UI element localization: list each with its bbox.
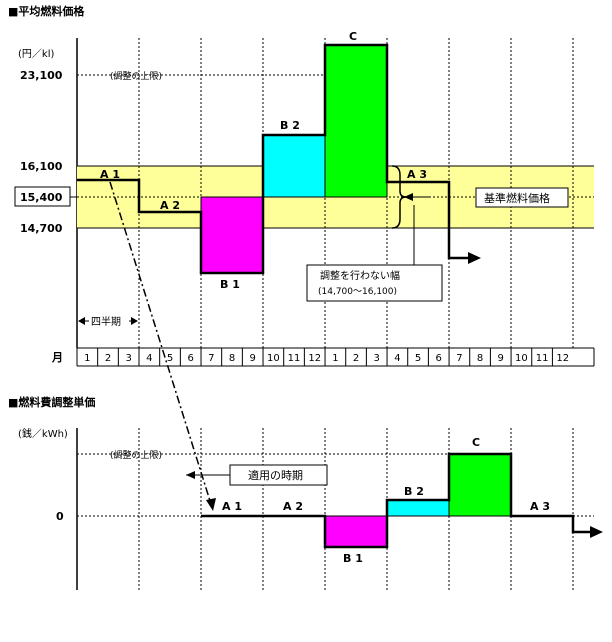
top-label-a1: A 1 xyxy=(100,168,120,181)
bottom-label-c: C xyxy=(472,436,480,449)
bottom-arrow-head xyxy=(590,526,603,538)
month-cell-label: 2 xyxy=(105,353,111,364)
segment-b1-bar xyxy=(200,196,264,274)
top-unit-label: (円／kl) xyxy=(18,48,54,60)
segment-b2-bar xyxy=(262,134,326,198)
month-cell-label: 3 xyxy=(125,353,131,364)
month-cell-label: 12 xyxy=(308,353,321,364)
month-cell-label: 7 xyxy=(456,353,462,364)
bottom-section-title: ■燃料費調整単価 xyxy=(8,395,95,409)
y-label-base: 15,400 xyxy=(20,191,63,204)
apply-period-label: 適用の時期 xyxy=(248,468,303,482)
month-cell-label: 8 xyxy=(229,353,235,364)
upper-limit-note: (調整の上限) xyxy=(110,70,162,82)
y-label-low: 14,700 xyxy=(20,222,63,235)
month-cell-label: 10 xyxy=(515,353,528,364)
y-label-high: 16,100 xyxy=(20,160,63,173)
base-price-label-box xyxy=(475,187,569,208)
top-label-b1: B 1 xyxy=(220,278,240,291)
month-cell-label: 4 xyxy=(394,353,400,364)
bottom-label-a1: A 1 xyxy=(222,500,242,513)
bottom-label-b1: B 1 xyxy=(343,552,363,565)
month-cell-label: 12 xyxy=(556,353,569,364)
month-cell-label: 6 xyxy=(187,353,193,364)
quarter-arrow-right xyxy=(131,317,138,325)
top-label-b2: B 2 xyxy=(280,119,300,132)
month-cell-label: 5 xyxy=(167,353,173,364)
month-cell-label: 8 xyxy=(477,353,483,364)
unit-price-step-line xyxy=(201,452,590,549)
top-label-a3: A 3 xyxy=(407,168,427,181)
brace-pointer-arrow xyxy=(404,193,413,201)
bottom-b2-bar xyxy=(386,499,450,517)
quarter-label-bg xyxy=(89,314,129,328)
month-cell-label: 9 xyxy=(498,353,504,364)
top-section-title: ■平均燃料価格 xyxy=(8,4,85,18)
top-label-c: C xyxy=(349,30,357,43)
month-cell-label: 11 xyxy=(288,353,301,364)
month-cell-label: 11 xyxy=(536,353,549,364)
top-label-a2: A 2 xyxy=(160,199,180,212)
bottom-label-a2: A 2 xyxy=(283,500,303,513)
quarter-label: 四半期 xyxy=(91,315,121,328)
segment-c-bar xyxy=(324,44,388,198)
bottom-unit-label: (銭／kWh) xyxy=(18,427,68,440)
top-arrow-head xyxy=(468,252,481,264)
month-cell-label: 1 xyxy=(84,353,90,364)
quarter-arrow-left xyxy=(78,317,85,325)
bottom-c-bar xyxy=(448,453,512,517)
month-cell-label: 9 xyxy=(250,353,256,364)
bottom-label-a3: A 3 xyxy=(530,500,550,513)
price-step-line xyxy=(77,43,468,275)
month-cell-label: 1 xyxy=(332,353,338,364)
bottom-upper-limit-note: (調整の上限) xyxy=(110,449,162,461)
y-label-upper-limit: 23,100 xyxy=(20,69,63,82)
base-price-label: 基準燃料価格 xyxy=(484,191,550,205)
month-cell-label: 5 xyxy=(415,353,421,364)
month-cell-label: 6 xyxy=(436,353,442,364)
month-cell-label: 10 xyxy=(267,353,280,364)
no-adjust-box xyxy=(306,264,443,302)
month-axis-label: 月 xyxy=(51,351,63,364)
bottom-label-b2: B 2 xyxy=(404,485,424,498)
bottom-b1-bar xyxy=(324,515,388,548)
apply-period-pointer-head xyxy=(186,471,195,479)
month-cell-label: 7 xyxy=(208,353,214,364)
no-adjust-box-line2: (14,700～16,100) xyxy=(318,287,397,297)
no-adjust-box-line1: 調整を行わない幅 xyxy=(320,269,400,282)
zero-label: 0 xyxy=(56,510,64,523)
month-cell-label: 4 xyxy=(146,353,152,364)
month-cell-label: 3 xyxy=(374,353,380,364)
month-cell-label: 2 xyxy=(353,353,359,364)
application-arrow-head xyxy=(206,498,216,511)
